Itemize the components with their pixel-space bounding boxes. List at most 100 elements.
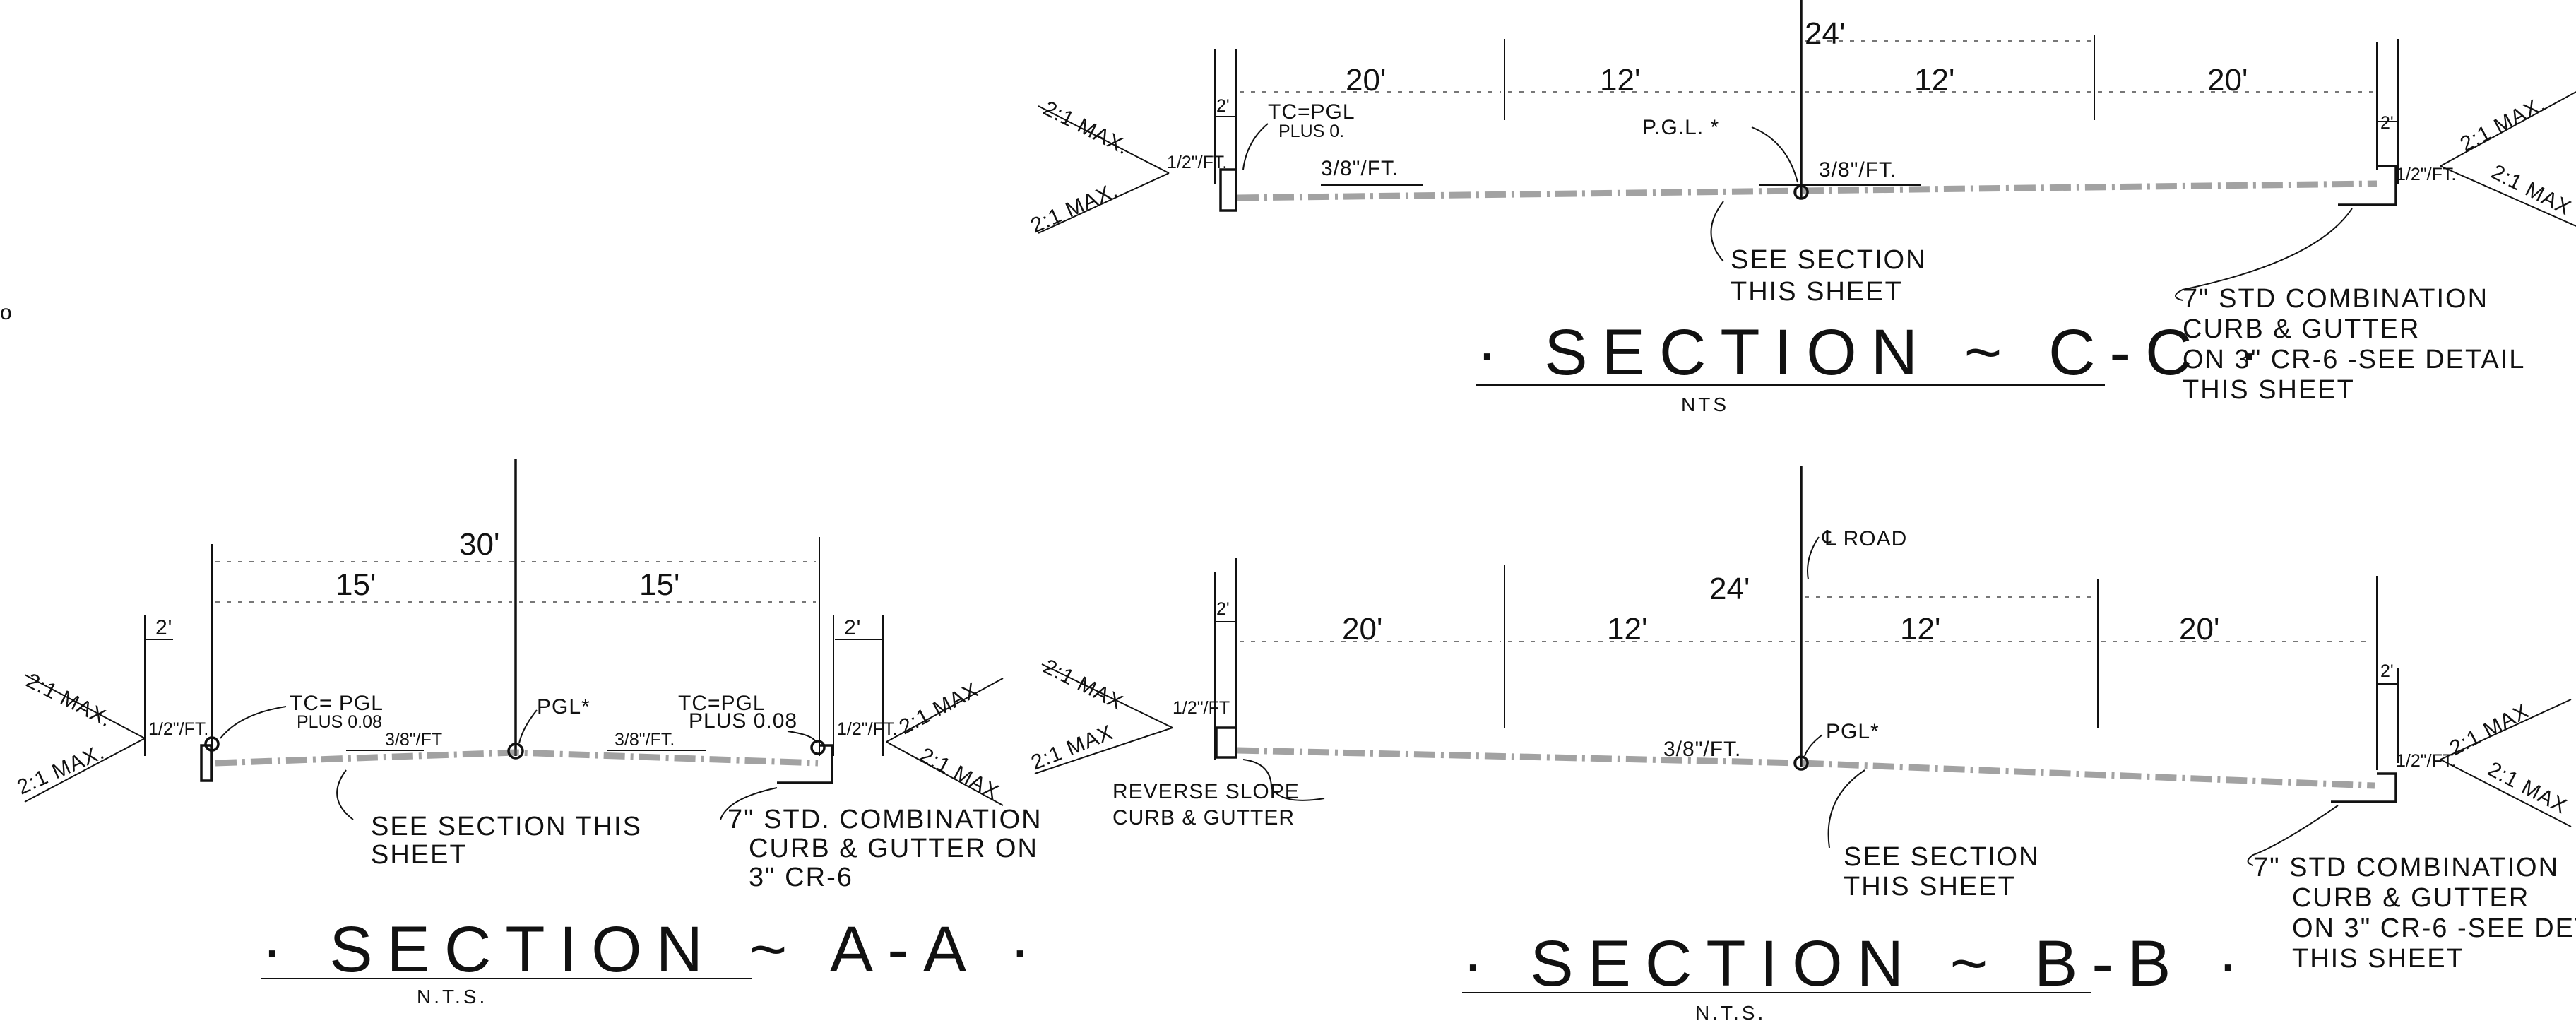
bb-dim-2-left: 2': [1216, 599, 1230, 619]
bb-reverse-leader: [1242, 759, 1325, 801]
bb-see-section-leader: [1827, 769, 1865, 849]
bb-cross-slope: 3/8"/FT.: [1663, 738, 1741, 761]
aa-see-section-2: SHEET: [371, 840, 468, 870]
aa-curb-note-1: 7" STD. COMBINATION: [728, 805, 1043, 834]
aa-curb-note-2: CURB & GUTTER ON: [749, 834, 1038, 863]
bb-dim-half: 24': [1709, 572, 1750, 606]
aa-dim-left: 15': [336, 567, 376, 602]
cc-title: · SECTION ~ C-C ·: [1476, 317, 2274, 389]
bb-slope-half-left: 1/2"/FT: [1173, 698, 1230, 718]
cc-cross-slope-left: 3/8"/FT.: [1321, 157, 1399, 180]
bb-see-section-1: SEE SECTION: [1844, 842, 2040, 872]
section-cc: 20' 12' 24' 12' 20' 2' 2' 2:1 MAX. 2:1 M…: [1027, 0, 2576, 415]
aa-slope-line-left-bottom: [24, 738, 146, 803]
section-aa: 30' 15' 15' 2' 2' 2:1 MAX. 2:1 MAX. 2:1 …: [13, 459, 1045, 1008]
cc-dim-b: 12': [1600, 63, 1640, 98]
aa-curb-right: [777, 744, 833, 784]
cc-slope-max-left-top: 2:1 MAX.: [1040, 97, 1133, 160]
bb-slope-line-right-top: [2440, 699, 2572, 760]
cc-dim-d: 20': [2207, 63, 2248, 98]
bb-dim-c: 12': [1900, 612, 1940, 646]
aa-pgl-leader: [518, 709, 538, 744]
aa-tc-left-2: PLUS 0.08: [297, 712, 382, 732]
bb-centerline-label: ℄ ROAD: [1822, 527, 1907, 550]
section-bb: 20' 12' 24' 12' 20' 2' 2' ℄ ROAD 2:1 MAX…: [1028, 466, 2576, 1024]
cc-slope-max-right-top: 2:1 MAX.: [2457, 92, 2550, 156]
bb-title: · SECTION ~ B-B ·: [1462, 928, 2253, 1000]
bb-slope-max-left-bottom: 2:1 MAX: [1028, 721, 1117, 774]
aa-tc-right-leader: [787, 731, 817, 743]
cc-tc-1: TC=PGL: [1268, 100, 1355, 124]
cc-tc-leader: [1242, 123, 1269, 170]
cc-dim-2-right: 2': [2380, 113, 2394, 133]
aa-title: · SECTION ~ A-A ·: [261, 914, 1045, 986]
cc-slope-max-left-bottom: 2:1 MAX.: [1027, 179, 1121, 238]
aa-cross-slope-left: 3/8"/FT: [385, 730, 442, 750]
cc-slope-line-left-top: [1038, 105, 1170, 174]
bb-pavement: [1237, 747, 2375, 789]
bb-pgl-point: [1793, 755, 1809, 771]
cc-scale: NTS: [1681, 394, 1729, 415]
aa-curb-note-3: 3" CR-6: [749, 863, 853, 892]
cc-pgl-leader: [1751, 126, 1798, 183]
bb-curb-note-leader: [2247, 805, 2339, 866]
bb-pgl: PGL*: [1826, 720, 1880, 743]
bb-slope-max-right-top: 2:1 MAX: [2446, 699, 2533, 760]
bb-curb-left: [1215, 726, 1237, 759]
cc-dim-2-left: 2': [1216, 96, 1230, 116]
cc-slope-line-right-top: [2440, 91, 2576, 167]
cc-tc-2: PLUS 0.: [1278, 122, 1344, 141]
bb-curb-note-4: THIS SHEET: [2292, 944, 2464, 974]
bb-reverse-2: CURB & GUTTER: [1112, 806, 1295, 829]
aa-see-section-1: SEE SECTION THIS: [371, 812, 642, 841]
aa-dim-right: 15': [639, 567, 679, 602]
aa-tc-right-1: TC=PGL: [678, 692, 766, 715]
bb-curb-right: [2331, 772, 2397, 803]
bb-reverse-1: REVERSE SLOPE: [1112, 780, 1300, 803]
aa-dim-total: 30': [459, 527, 499, 562]
aa-tc-left-leader: [220, 706, 287, 739]
aa-pgl-point: [507, 743, 524, 760]
aa-dim-2-right: 2': [844, 616, 861, 639]
aa-cross-slope-right: 3/8"/FT.: [615, 730, 675, 750]
aa-pavement: [215, 749, 819, 767]
cc-see-section-leader: [1710, 201, 1724, 262]
cc-curb-note-4: THIS SHEET: [2183, 375, 2355, 405]
bb-centerline-leader: [1807, 536, 1820, 580]
bb-scale: N.T.S.: [1695, 1002, 1766, 1024]
aa-curb-left: [200, 744, 213, 782]
aa-curb-note-leader: [720, 787, 778, 820]
cc-cross-slope-right: 3/8"/FT.: [1819, 158, 1897, 182]
bb-slope-line-right-bottom: [2440, 759, 2572, 827]
cc-curb-right: [2338, 165, 2397, 206]
cc-dim-c: 12': [1914, 63, 1954, 98]
bb-curb-note-2: CURB & GUTTER: [2292, 883, 2529, 913]
aa-see-section-leader: [336, 769, 354, 820]
bb-pgl-leader: [1804, 734, 1823, 757]
cc-curb-left: [1219, 168, 1237, 212]
bb-slope-half-right: 1/2"/FT.: [2396, 751, 2456, 771]
bb-slope-line-left-top: [1041, 663, 1173, 728]
cc-pgl: P.G.L. *: [1642, 116, 1719, 139]
aa-slope-line-right-bottom: [886, 741, 1004, 806]
aa-tc-point-right: [810, 740, 826, 755]
aa-dim-2-left: 2': [155, 616, 172, 639]
aa-tc-point-left: [204, 736, 220, 752]
cc-slope-line-left-bottom: [1038, 172, 1170, 234]
bb-slope-max-left-top: 2:1 MAX: [1040, 655, 1127, 715]
bb-dim-d: 20': [2179, 612, 2219, 646]
cc-curb-note-leader: [2175, 208, 2353, 301]
bb-dim-2-right: 2': [2380, 661, 2394, 681]
aa-slope-max-right-top: 2:1 MAX: [896, 678, 983, 739]
cc-curb-note-1: 7" STD COMBINATION: [2183, 284, 2488, 314]
aa-slope-max-left-bottom: 2:1 MAX.: [13, 740, 107, 800]
bb-curb-note-1: 7" STD COMBINATION: [2253, 853, 2559, 882]
aa-slope-line-right-top: [886, 678, 1004, 743]
cc-see-section-1: SEE SECTION: [1731, 245, 1927, 275]
cc-dim-half: 24': [1805, 16, 1845, 51]
aa-slope-half-left: 1/2"/FT.: [148, 719, 208, 739]
edge-mark: o: [0, 301, 13, 324]
cc-curb-note-3: ON 3" CR-6 -SEE DETAIL: [2183, 345, 2525, 374]
bb-dim-b: 12': [1607, 612, 1647, 646]
